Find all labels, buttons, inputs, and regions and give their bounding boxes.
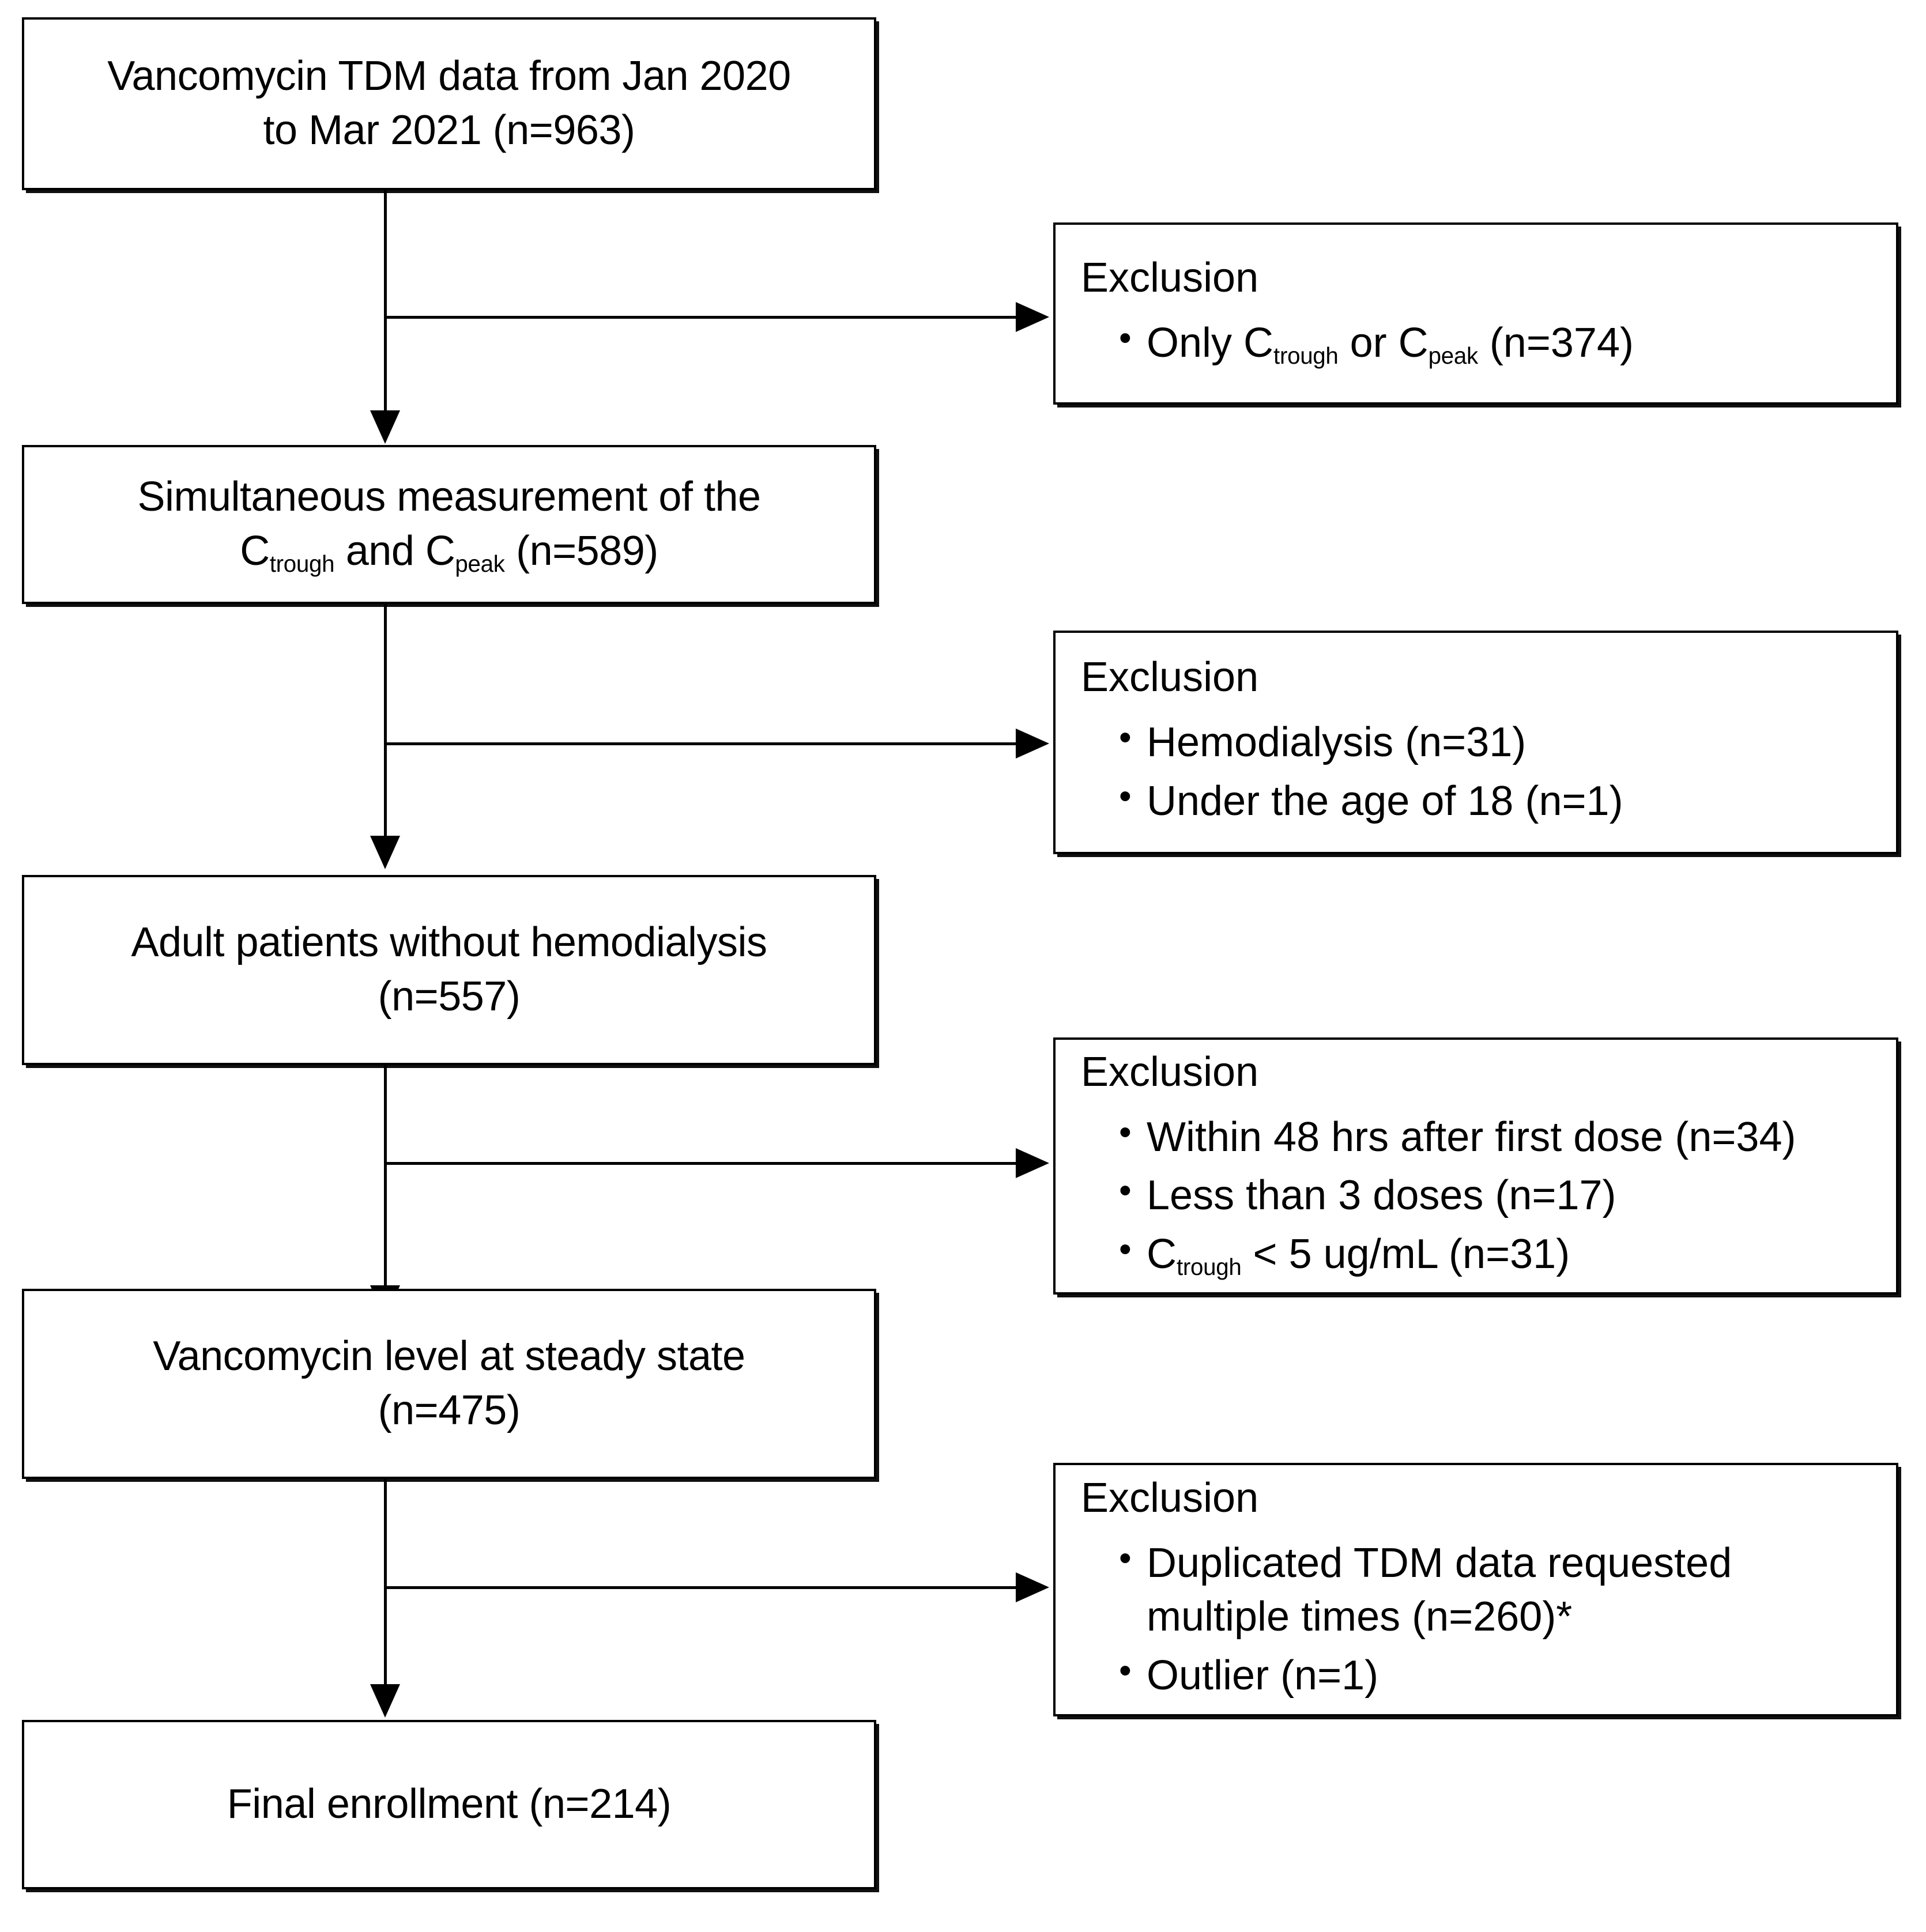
exclusion-box-3: Exclusion Within 48 hrs after first dose…: [1053, 1037, 1898, 1295]
node-steady-state-text: Vancomycin level at steady state (n=475): [130, 1330, 768, 1437]
connector-v-2: [384, 604, 387, 840]
node-final-enrollment-text: Final enrollment (n=214): [204, 1778, 694, 1832]
subscript: peak: [1428, 342, 1479, 369]
exclusion-3-title: Exclusion: [1081, 1048, 1259, 1095]
exclusion-box-1: Exclusion Only Ctrough or Cpeak (n=374): [1053, 222, 1898, 405]
connector-h-1: [384, 316, 1017, 319]
subscript: trough: [1273, 342, 1339, 369]
exclusion-item: Ctrough < 5 ug/mL (n=31): [1119, 1227, 1879, 1282]
arrow-down-2: [370, 836, 400, 869]
connector-h-4: [384, 1586, 1017, 1589]
exclusion-1-list: Only Ctrough or Cpeak (n=374): [1056, 312, 1896, 375]
node-text-line: Adult patients without hemodialysis: [131, 919, 767, 966]
exclusion-2-title: Exclusion: [1081, 654, 1259, 701]
node-text-line: Vancomycin level at steady state: [153, 1333, 745, 1380]
exclusion-item: Outlier (n=1): [1119, 1648, 1879, 1703]
arrow-down-4: [370, 1684, 400, 1718]
exclusion-item: Less than 3 doses (n=17): [1119, 1168, 1879, 1223]
subscript: trough: [1177, 1253, 1242, 1280]
connector-h-2: [384, 742, 1017, 745]
exclusion-item: Under the age of 18 (n=1): [1119, 773, 1879, 829]
exclusion-item: Duplicated TDM data requested multiple t…: [1119, 1535, 1879, 1644]
subscript: peak: [455, 550, 505, 578]
exclusion-2-list: Hemodialysis (n=31)Under the age of 18 (…: [1056, 711, 1896, 833]
exclusion-1-title: Exclusion: [1081, 255, 1259, 301]
node-text-line: to Mar 2021 (n=963): [263, 107, 635, 153]
connector-h-3: [384, 1162, 1017, 1165]
node-tdm-data-text: Vancomycin TDM data from Jan 2020 to Mar …: [84, 50, 813, 157]
exclusion-3-list: Within 48 hrs after first dose (n=34)Les…: [1056, 1106, 1896, 1286]
exclusion-item: Only Ctrough or Cpeak (n=374): [1119, 315, 1879, 371]
exclusion-item: Hemodialysis (n=31): [1119, 715, 1879, 770]
arrow-down-1: [370, 410, 400, 444]
node-final-enrollment: Final enrollment (n=214): [22, 1720, 876, 1889]
arrow-right-2: [1016, 729, 1049, 759]
connector-v-3: [384, 1065, 387, 1290]
connector-v-4: [384, 1479, 387, 1688]
node-steady-state: Vancomycin level at steady state (n=475): [22, 1289, 876, 1479]
node-text-line: (n=557): [378, 973, 521, 1020]
exclusion-4-title: Exclusion: [1081, 1474, 1259, 1521]
arrow-right-1: [1016, 302, 1049, 332]
node-text-line: Final enrollment (n=214): [227, 1781, 672, 1828]
node-text-line: Simultaneous measurement of the: [137, 474, 761, 520]
exclusion-item: Within 48 hrs after first dose (n=34): [1119, 1110, 1879, 1165]
node-text-line: Ctrough and Cpeak (n=589): [240, 528, 658, 578]
arrow-right-4: [1016, 1572, 1049, 1602]
node-tdm-data: Vancomycin TDM data from Jan 2020 to Mar …: [22, 17, 876, 190]
node-text-line: Vancomycin TDM data from Jan 2020: [107, 53, 791, 100]
exclusion-box-2: Exclusion Hemodialysis (n=31)Under the a…: [1053, 631, 1898, 854]
arrow-right-3: [1016, 1148, 1049, 1178]
connector-v-1: [384, 190, 387, 415]
node-adult-patients: Adult patients without hemodialysis (n=55…: [22, 875, 876, 1065]
node-adult-patients-text: Adult patients without hemodialysis (n=55…: [108, 916, 790, 1024]
exclusion-box-4: Exclusion Duplicated TDM data requested …: [1053, 1463, 1898, 1716]
subscript: trough: [269, 550, 335, 578]
node-text-line: (n=475): [378, 1387, 521, 1433]
exclusion-4-list: Duplicated TDM data requested multiple t…: [1056, 1532, 1896, 1708]
